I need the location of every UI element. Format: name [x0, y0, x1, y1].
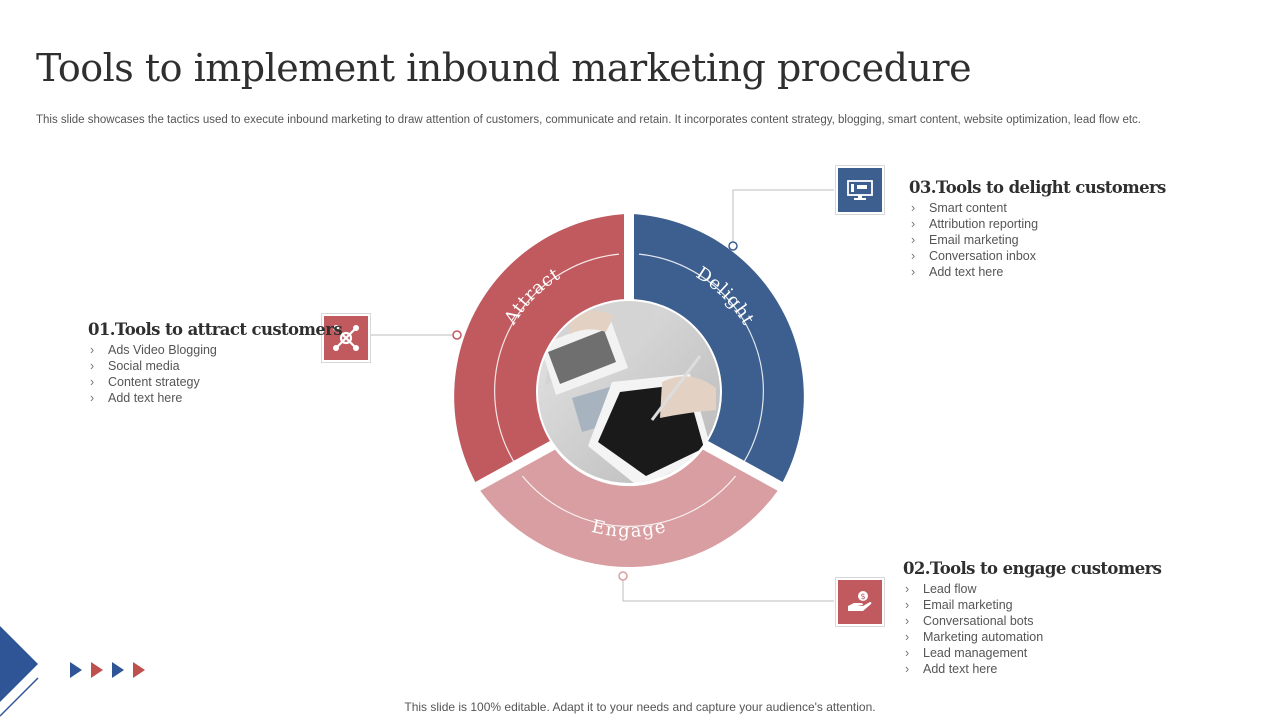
arrow-1 — [70, 662, 82, 678]
engage-list: Lead flow Email marketing Conversational… — [903, 581, 1161, 677]
arrow-3 — [112, 662, 124, 678]
engage-block: 02.Tools to engage customers Lead flow E… — [903, 559, 1162, 677]
delight-block: 03.Tools to delight customers Smart cont… — [909, 178, 1166, 280]
page-subtitle: This slide showcases the tactics used to… — [36, 114, 1141, 126]
footer-note: This slide is 100% editable. Adapt it to… — [404, 700, 876, 714]
engage-connector — [622, 576, 834, 602]
svg-text:$: $ — [860, 592, 865, 601]
monitor-icon — [836, 166, 884, 214]
list-item: Add text here — [903, 661, 1161, 677]
list-item: Lead management — [903, 645, 1161, 661]
attract-heading: 01.Tools to attract customers — [88, 320, 343, 339]
corner-triangle-blue — [0, 626, 38, 702]
list-item: Content strategy — [88, 374, 342, 390]
list-item: Attribution reporting — [909, 216, 1166, 232]
list-item: Conversational bots — [903, 613, 1161, 629]
connector-lines — [371, 189, 834, 602]
engage-heading: 02.Tools to engage customers — [903, 559, 1162, 578]
attract-connector-dot — [452, 330, 462, 340]
delight-connector — [732, 189, 834, 246]
list-item: Add text here — [909, 264, 1166, 280]
center-photo — [537, 300, 721, 484]
list-item: Conversation inbox — [909, 248, 1166, 264]
page-title: Tools to implement inbound marketing pro… — [36, 46, 972, 90]
arrow-2 — [91, 662, 103, 678]
delight-list: Smart content Attribution reporting Emai… — [909, 200, 1166, 280]
list-item: Lead flow — [903, 581, 1161, 597]
list-item: Email marketing — [903, 597, 1161, 613]
hand-coin-icon: $ — [836, 578, 884, 626]
list-item: Social media — [88, 358, 342, 374]
engage-connector-dot — [618, 571, 628, 581]
list-item: Marketing automation — [903, 629, 1161, 645]
arrow-decoration — [70, 662, 145, 678]
attract-list: Ads Video Blogging Social media Content … — [88, 342, 342, 406]
list-item: Ads Video Blogging — [88, 342, 342, 358]
list-item: Email marketing — [909, 232, 1166, 248]
delight-heading: 03.Tools to delight customers — [909, 178, 1166, 197]
delight-connector-dot — [728, 241, 738, 251]
corner-decoration — [0, 626, 39, 717]
list-item: Smart content — [909, 200, 1166, 216]
arrow-4 — [133, 662, 145, 678]
list-item: Add text here — [88, 390, 342, 406]
attract-block: 01.Tools to attract customers Ads Video … — [88, 320, 343, 406]
engage-segment[interactable] — [480, 449, 778, 568]
